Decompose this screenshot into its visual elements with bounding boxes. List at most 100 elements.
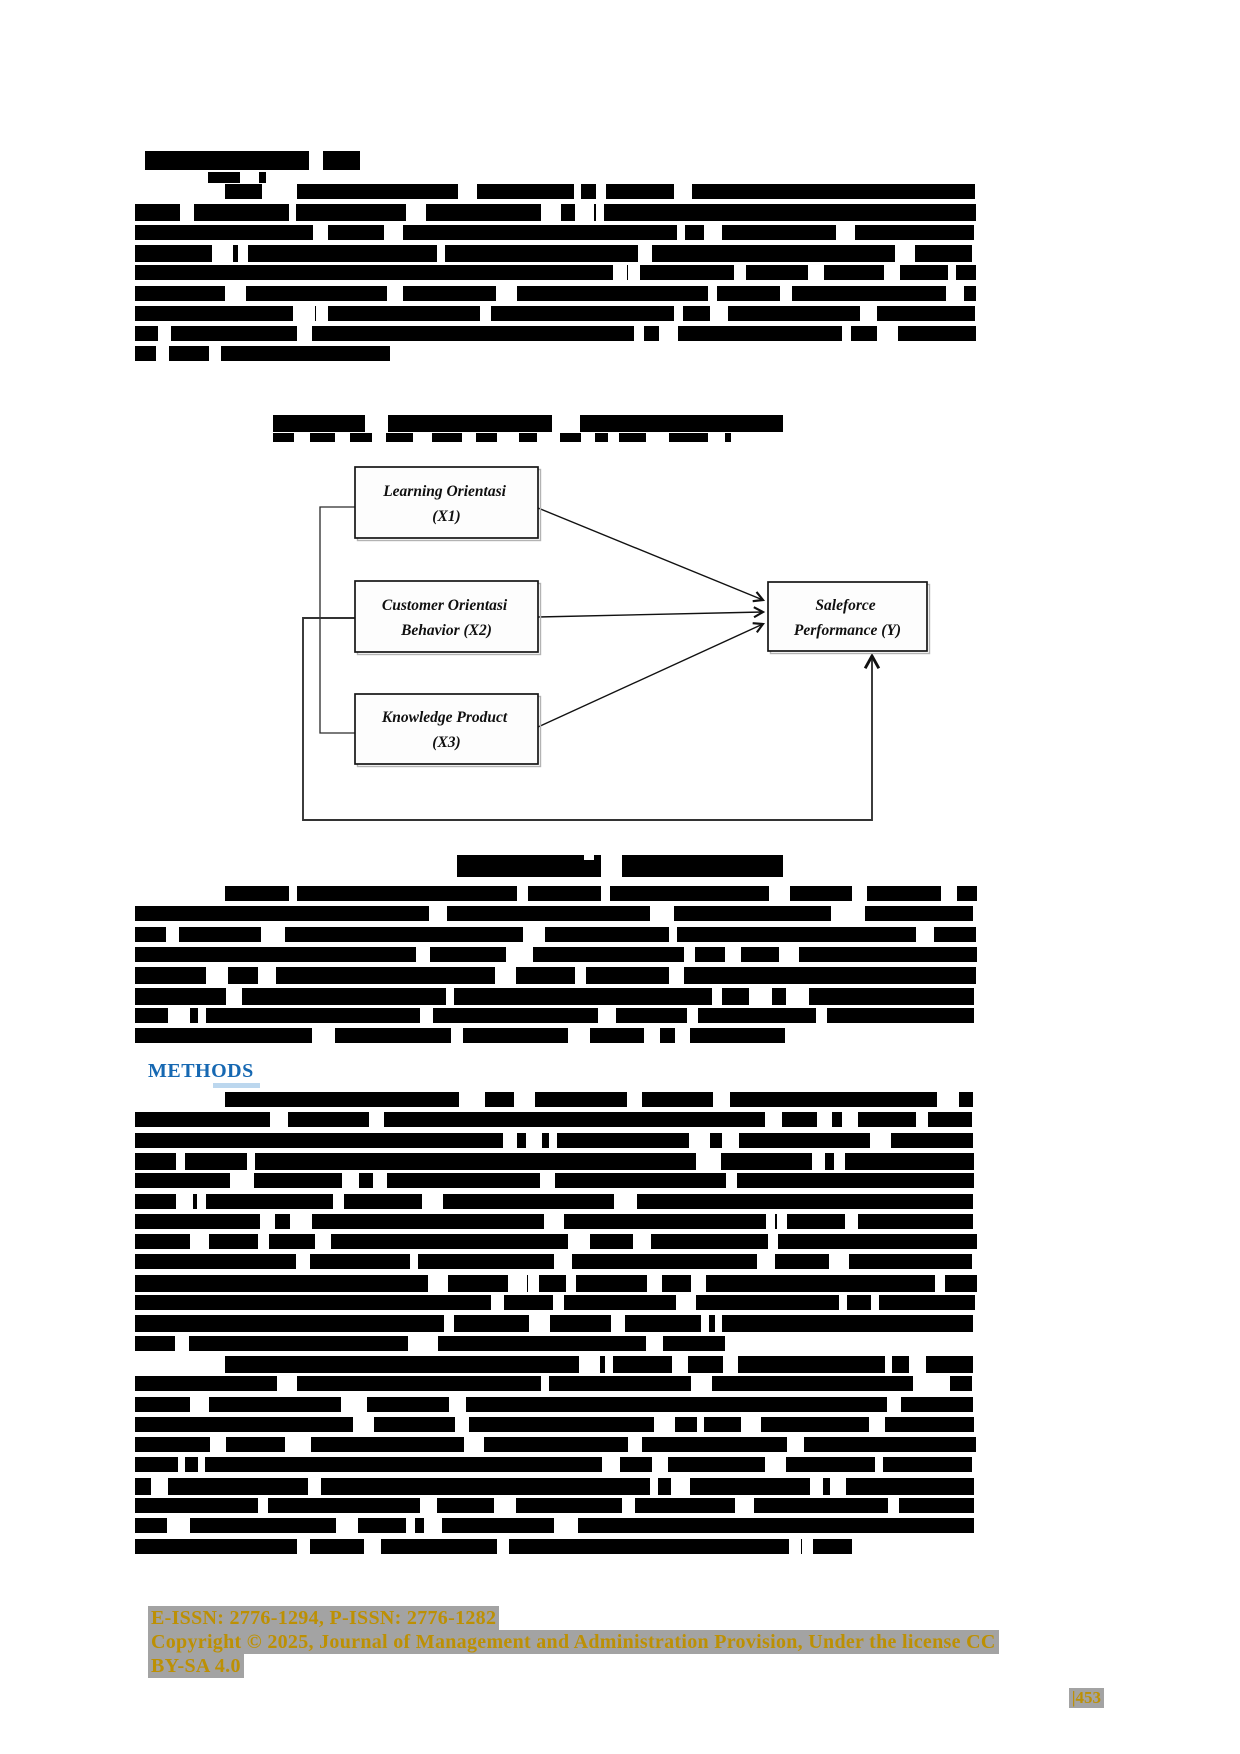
redaction-gap [574,204,595,221]
redaction-gap [553,1295,565,1310]
redaction-gap [724,947,741,962]
redaction-gap [539,1173,556,1188]
redaction-gap [766,1214,775,1229]
redaction-gap [292,306,316,321]
redaction-gap [308,1478,321,1495]
redaction-gap [165,927,179,942]
redaction-gap [369,1112,384,1127]
redacted-text [135,1028,785,1043]
redaction-gap [829,1478,847,1495]
redaction-gap [877,326,899,341]
redaction-gap [883,265,900,280]
redaction-gap [830,906,852,921]
redaction-gap [715,1315,723,1332]
redaction-gap [446,988,455,1005]
redaction-gap [935,1275,945,1292]
redacted-text [432,433,462,442]
redaction-gap [734,265,747,280]
redacted-text [135,1133,973,1148]
highlight-artifact [213,1083,260,1088]
redacted-text [208,172,241,183]
redaction-gap [895,245,914,262]
redaction-gap [674,1028,690,1043]
redaction-gap [246,1153,256,1170]
redaction-gap [633,1234,651,1249]
redaction-gap [811,1153,825,1170]
redaction-gap [198,1457,206,1472]
redacted-text [135,1417,974,1432]
redacted-text [135,1173,974,1188]
redaction-gap [336,1518,359,1533]
redaction-gap [711,988,723,1005]
redaction-gap [225,286,247,301]
redaction-gap [646,1275,663,1292]
redacted-text [273,415,783,432]
redaction-gap [295,1254,310,1269]
redaction-gap [703,225,722,240]
label-customer-orientasi: Customer Orientasi Behavior (X2) [382,597,511,639]
redaction-gap [257,967,272,984]
redacted-text [135,1254,972,1269]
redaction-gap [392,225,403,240]
redaction-gap [341,1397,351,1412]
redaction-gap [769,886,790,901]
redacted-text [135,286,976,301]
redaction-gap [464,1092,486,1107]
redaction-gap [541,1376,549,1391]
redaction-gap [270,1112,289,1127]
redaction-gap [595,184,606,199]
redaction-gap [494,1498,517,1513]
redaction-gap [868,1417,886,1432]
redaction-gap [551,415,562,432]
redacted-text [135,1437,976,1452]
redaction-gap [565,1275,576,1292]
methods-heading: METHODS [148,1060,254,1082]
redaction-gap [947,265,957,280]
redacted-text [135,927,976,942]
redaction-gap [833,1153,846,1170]
redaction-gap [175,1336,190,1351]
redacted-text [350,433,373,442]
figure-box-saleforce-performance [767,581,928,652]
redacted-text [135,1457,972,1472]
redaction-gap [574,967,587,984]
redaction-gap [725,1173,737,1188]
redaction-gap [523,927,545,942]
redaction-gap [285,1437,302,1452]
redacted-text [135,245,972,262]
redaction-gap [209,346,221,361]
redacted-text [135,1214,973,1229]
redaction-gap [567,1028,590,1043]
redaction-gap [416,947,430,962]
redaction-gap [288,204,296,221]
redaction-gap [490,1295,504,1310]
redaction-gap [658,326,678,341]
redaction-gap [701,1315,709,1332]
redacted-text [135,1336,725,1351]
redaction-gap [289,1214,313,1229]
redaction-gap [740,1417,761,1432]
redaction-gap [836,225,855,240]
redaction-gap [749,988,772,1005]
redaction-gap [387,286,403,301]
arrow-knowledge-to-performance [537,622,766,728]
redacted-text [135,1518,974,1533]
redacted-text [135,988,974,1005]
redaction-gap [708,286,717,301]
redaction-gap [297,326,313,341]
redacted-text [135,326,976,341]
redaction-gap [626,1092,643,1107]
redaction-gap [764,1112,782,1127]
redaction-gap [884,1356,892,1373]
redaction-gap [209,1437,227,1452]
redaction-gap [756,1254,775,1269]
redaction-gap [816,1112,833,1127]
redaction-gap [548,1133,558,1148]
redaction-gap [257,1498,269,1513]
redaction-gap [874,1457,884,1472]
arrow-learning-to-performance [537,507,766,603]
redaction-gap [793,988,809,1005]
redaction-gap [189,1234,209,1249]
redaction-gap [543,1214,564,1229]
